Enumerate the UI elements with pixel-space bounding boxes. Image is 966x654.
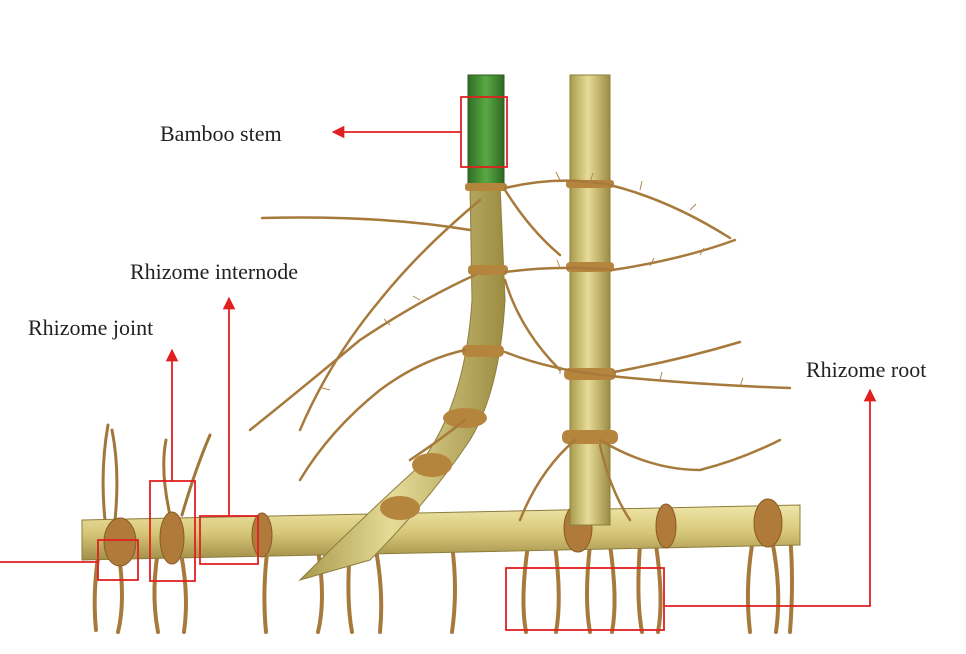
rhizome-roots: [92, 533, 794, 634]
rhizome-joint-label: Rhizome joint: [28, 315, 154, 340]
root-arrow: [664, 388, 877, 607]
root-highlight-box: [505, 567, 665, 631]
left-joint-highlight-box: [97, 539, 139, 581]
rhizome-root-label: Rhizome root: [806, 357, 927, 382]
upper-roots: [101, 423, 212, 522]
rhizome-nodes: [103, 498, 783, 567]
rhizome: [81, 504, 801, 561]
left-culm-green-top: [467, 74, 505, 188]
right-culm: [569, 74, 611, 526]
rhizome-internode-label: Rhizome internode: [130, 259, 299, 284]
node-roots: [248, 179, 792, 522]
fine-rootlets: [321, 171, 744, 391]
left-culm-nodes: [380, 183, 508, 520]
bamboo-stem-label: Bamboo stem: [160, 121, 282, 146]
annotation-arrows: [0, 125, 877, 607]
